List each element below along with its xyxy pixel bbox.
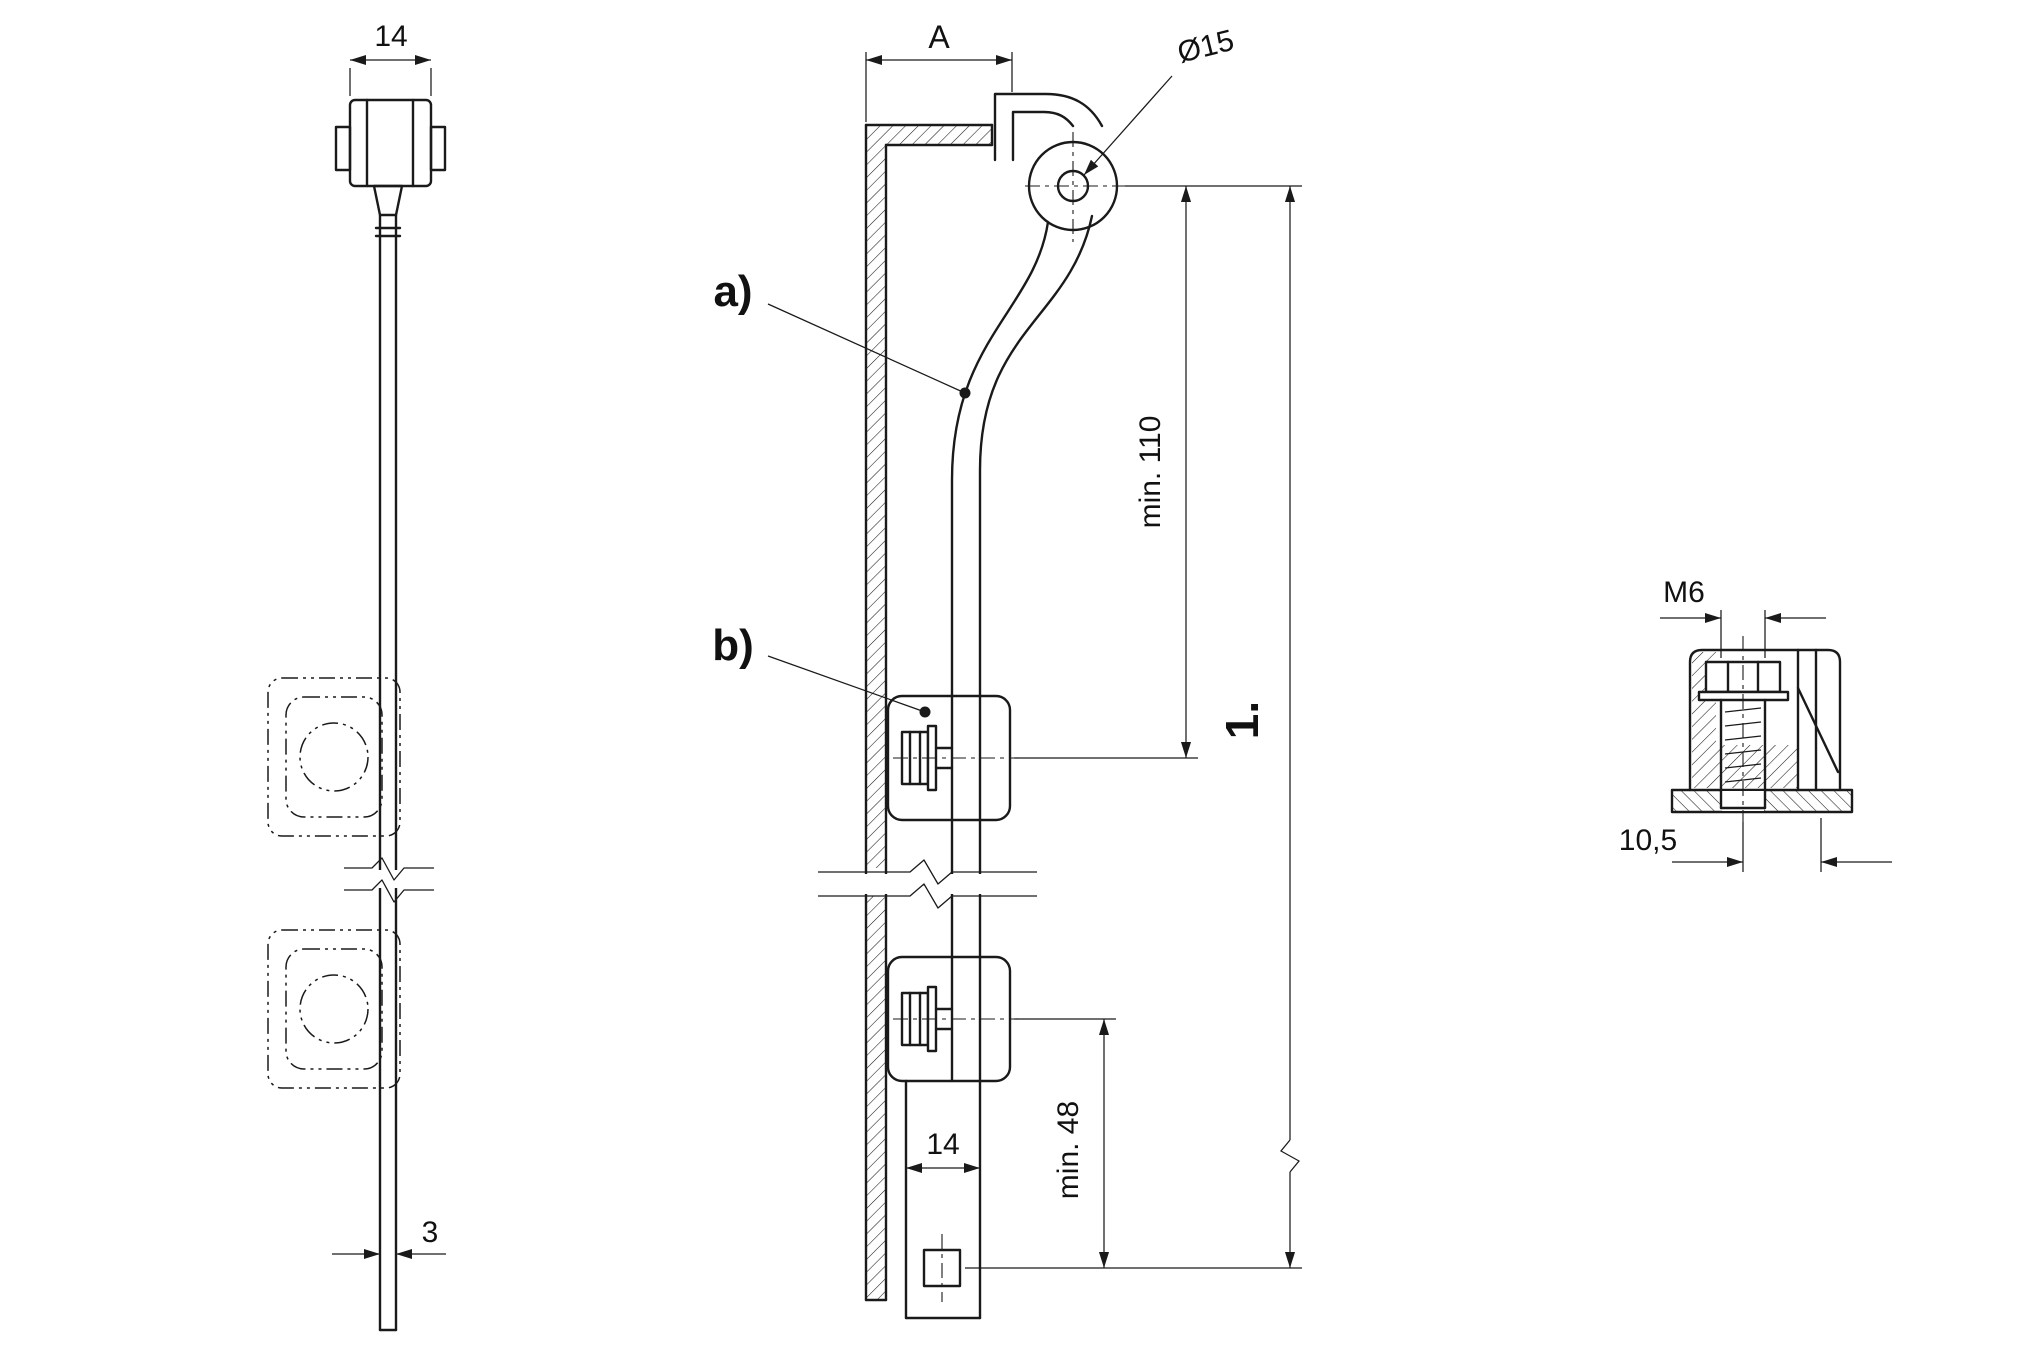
top-bracket [993, 92, 1125, 242]
wall-outline [864, 123, 994, 1302]
dim-min-engagement-label: min. 48 [1052, 1101, 1085, 1199]
dim-offset-label: 10,5 [1619, 824, 1677, 857]
clamp-block-phantom-1 [267, 677, 401, 837]
detail-view: M6 10,5 [1619, 576, 1892, 872]
detail-base-rail [1670, 788, 1854, 814]
dim-bar-width: 14 [905, 1100, 981, 1176]
front-view: 14 3 [267, 20, 447, 1332]
callout-b-label: b) [712, 621, 754, 670]
dim-bar-width-label: 14 [926, 1128, 959, 1161]
lower-clamp-block [886, 955, 1018, 1083]
dim-min-height: min. 110 [1134, 186, 1192, 758]
side-view: A Ø15 min. 110 1. min. 48 [712, 19, 1302, 1320]
callout-a-label: a) [713, 267, 752, 316]
roller-head [334, 98, 447, 238]
dim-offset: 10,5 [1619, 818, 1892, 872]
dim-hole-dia-label: Ø15 [1174, 24, 1237, 70]
side-break-symbol [818, 859, 1037, 909]
dim-strip-thickness: 3 [332, 1216, 446, 1260]
dim-thread-label: M6 [1663, 576, 1705, 609]
detail-bolt [1697, 636, 1790, 822]
dim-thread: M6 [1660, 576, 1826, 658]
strip-break-symbol [344, 857, 434, 903]
dim-front-width-label: 14 [374, 20, 407, 53]
suspension-rod [950, 214, 1094, 1083]
callout-b: b) [712, 621, 931, 718]
hanger-strip [378, 213, 398, 1332]
wall-section-hatch [866, 125, 992, 1300]
dim-total-ref-label: 1. [1216, 701, 1268, 739]
callout-a-dot [959, 387, 971, 399]
dim-min-height-label: min. 110 [1134, 416, 1167, 529]
dim-a-label: A [928, 19, 950, 55]
clamp-block-phantom-2 [267, 929, 401, 1089]
dim-front-width: 14 [349, 20, 432, 96]
upper-clamp-block [886, 694, 1018, 822]
callout-a: a) [713, 267, 971, 399]
dim-a: A [865, 19, 1013, 122]
dim-hole-dia: Ø15 [1083, 24, 1237, 176]
bottom-flat-bar [904, 1079, 982, 1320]
dim-strip-thickness-label: 3 [422, 1216, 439, 1249]
dim-total-ref: 1. [1216, 186, 1300, 1268]
dim-min-engagement: min. 48 [1052, 1019, 1110, 1268]
callout-b-dot [919, 706, 931, 718]
